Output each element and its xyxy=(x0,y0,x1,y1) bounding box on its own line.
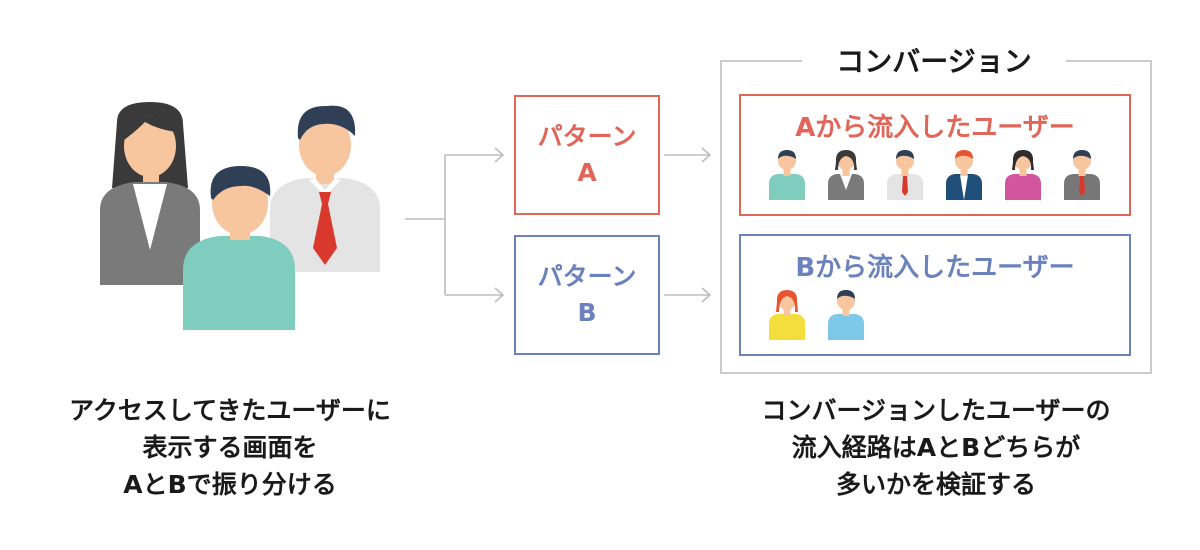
pattern-a-box: パターン A xyxy=(514,95,660,215)
left-caption-line-1: アクセスしてきたユーザーに xyxy=(69,396,391,425)
pattern-b-label: パターン xyxy=(537,262,637,291)
left-caption-line-2: 表示する画面を xyxy=(142,433,318,462)
right-caption-line-1: コンバージョンしたユーザーの xyxy=(761,396,1111,425)
right-caption-line-3: 多いかを検証する xyxy=(835,470,1036,499)
right-caption-line-2: 流入経路はAとBどちらが xyxy=(791,433,1081,462)
person-icon xyxy=(1005,150,1041,200)
conversion-title: コンバージョン xyxy=(802,42,1066,82)
person-icon xyxy=(1064,150,1100,200)
person-icon xyxy=(828,290,864,340)
b-to-conversion-arrowhead xyxy=(701,287,712,303)
group-a-title: Aから流入したユーザー xyxy=(795,113,1075,143)
group-a-users xyxy=(769,150,1100,200)
left-caption: アクセスしてきたユーザーに 表示する画面を AとBで振り分ける xyxy=(30,392,430,503)
branch-a-arrowhead xyxy=(494,147,505,163)
person-icon xyxy=(769,150,805,200)
person-icon xyxy=(946,150,982,200)
a-to-conversion-arrowhead xyxy=(701,147,712,163)
woman-figure xyxy=(100,102,200,285)
right-caption: コンバージョンしたユーザーの 流入経路はAとBどちらが 多いかを検証する xyxy=(716,392,1156,503)
pattern-b-box: パターン B xyxy=(514,235,660,355)
pattern-b-letter: B xyxy=(577,298,597,327)
pattern-a-letter: A xyxy=(577,158,597,187)
user-group-icon xyxy=(100,102,380,330)
casual-man-figure xyxy=(183,166,295,330)
pattern-a-label: パターン xyxy=(537,122,637,151)
branch-b-arrowhead xyxy=(494,287,505,303)
group-b-title: Bから流入したユーザー xyxy=(795,253,1075,283)
left-caption-line-3: AとBで振り分ける xyxy=(123,470,337,499)
person-icon xyxy=(769,290,805,340)
person-icon xyxy=(828,150,864,200)
businessman-figure xyxy=(270,105,380,272)
person-icon xyxy=(887,150,923,200)
group-b-users xyxy=(769,290,864,340)
